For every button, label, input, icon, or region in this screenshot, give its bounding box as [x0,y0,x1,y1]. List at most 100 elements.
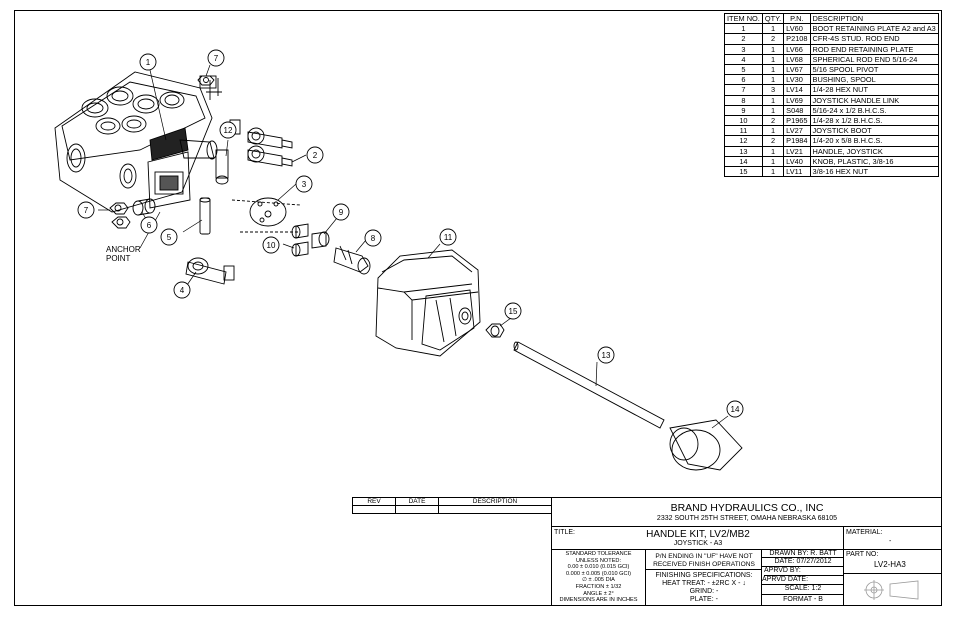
bom-item-no: 5 [724,64,763,76]
bom-item-no: 4 [724,53,763,66]
tolerance-line: 0.00 ± 0.010 (0.015 GCI) [567,564,630,571]
revision-table: REV DATE DESCRIPTION [352,497,552,514]
joystick-boot [375,249,481,357]
bom-qty: 1 [761,64,785,76]
callout-3: 3 [302,180,307,189]
bom-qty: 1 [761,104,785,117]
bom-item-no: 1 [724,23,763,35]
finishing-label: FINISHING SPECIFICATIONS: [655,572,753,579]
bom-qty: 2 [761,135,785,147]
bom-description: BOOT RETAINING PLATE A2 and A3 [809,23,939,35]
svg-text:ANCHOR: ANCHOR [106,245,141,254]
tolerance-line: DIMENSIONS ARE IN INCHES [559,597,638,604]
bom-part-number: P1965 [783,115,811,127]
bom-part-number: LV69 [783,94,811,106]
bom-qty: 2 [761,33,785,45]
tolerance-line: ANGLE ± 2° [583,590,614,597]
rev-description-header: DESCRIPTION [438,497,552,506]
callout-2: 2 [313,151,318,160]
tolerance-line: FRACTION ± 1/32 [575,583,622,590]
bom-item-no: 2 [724,33,763,45]
bushing [132,198,156,216]
approved-by: APRVD BY: [764,567,844,576]
tolerance-line: STANDARD TOLERANCE [565,551,632,557]
bom-header-row: ITEM NO. QTY. P.N. DESCRIPTION [724,12,939,25]
bom-item-no: 13 [724,145,763,157]
tolerance-box: STANDARD TOLERANCE UNLESS NOTED: 0.00 ± … [552,550,646,606]
third-angle-projection-icon [864,580,919,600]
heat-treat: HEAT TREAT: - ±2RC X - ↓ [662,580,746,587]
bom-part-number: LV67 [783,64,811,76]
rod-ends [247,127,293,167]
bom-part-number: LV14 [783,84,811,96]
bom-header-item: ITEM NO. [724,12,763,25]
bom-qty: 1 [761,155,785,168]
callout-leaders [98,64,729,429]
bom-item-no: 10 [724,115,763,127]
material-value: - [889,538,892,545]
tolerance-line: ∅ ± .005 DIA [582,577,615,584]
rev-empty-cell [352,505,396,514]
bom-description: JOYSTICK BOOT [809,125,939,137]
callout-7a: 7 [84,206,89,215]
bom-description: CFR-4S STUD. ROD END [809,33,939,45]
bom-qty: 1 [761,166,785,178]
bom-qty: 1 [761,53,785,66]
callout-8: 8 [371,234,376,243]
bom-qty: 1 [761,74,785,86]
bom-header-description: DESCRIPTION [809,12,939,25]
svg-text:POINT: POINT [106,254,131,263]
bom-description: 1/4-28 x 1/2 B.H.C.S. [809,115,939,127]
company-name: BRAND HYDRAULICS CO., INC [670,502,824,514]
callout-15: 15 [509,307,518,316]
hex-nut-large [485,323,505,338]
bom-qty: 1 [761,145,785,157]
joystick-handle-link [333,245,371,275]
joystick-handle-rod [513,341,665,429]
bom-item-no: 9 [724,104,763,117]
drawing-title: HANDLE KIT, LV2/MB2 [646,529,750,540]
bom-item-no: 6 [724,74,763,86]
format: FORMAT - B [783,596,823,603]
finishing-specs-box: FINISHING SPECIFICATIONS: HEAT TREAT: - … [646,570,762,606]
drawn-by: DRAWN BY: R. BATT [762,550,844,558]
callout-6: 6 [147,221,152,230]
bom-part-number: LV11 [783,166,811,178]
callout-11: 11 [444,233,453,242]
bom-qty: 1 [761,125,785,137]
callout-7b: 7 [214,54,219,63]
bom-description: BUSHING, SPOOL [809,74,939,86]
drawing-sheet-border [14,10,942,606]
anchor-point-label: ANCHOR POINT [106,245,141,263]
plastic-knob [669,419,743,471]
plate: PLATE: - [690,596,718,603]
drawing-subtitle: JOYSTICK - A3 [673,540,723,547]
bom-description: 3/8-16 HEX NUT [809,166,939,178]
scale: SCALE: 1:2 [762,585,844,595]
bom-description: KNOB, PLASTIC, 3/8-16 [809,155,939,168]
bom-part-number: LV60 [783,23,811,35]
bom-qty: 1 [761,43,785,55]
bom-item-no: 8 [724,94,763,106]
callout-4: 4 [180,286,185,295]
bom-qty: 2 [761,115,785,127]
approved-date: APRVD DATE: [762,576,844,585]
finish-note-box: P/N ENDING IN "UF" HAVE NOT RECEIVED FIN… [646,550,762,570]
bom-item-no: 7 [724,84,763,96]
bom-description: HANDLE, JOYSTICK [809,145,939,157]
bom-item-no: 14 [724,155,763,168]
callout-12: 12 [224,126,233,135]
bom-header-qty: QTY. [761,12,785,25]
bom-part-number: LV27 [783,125,811,137]
